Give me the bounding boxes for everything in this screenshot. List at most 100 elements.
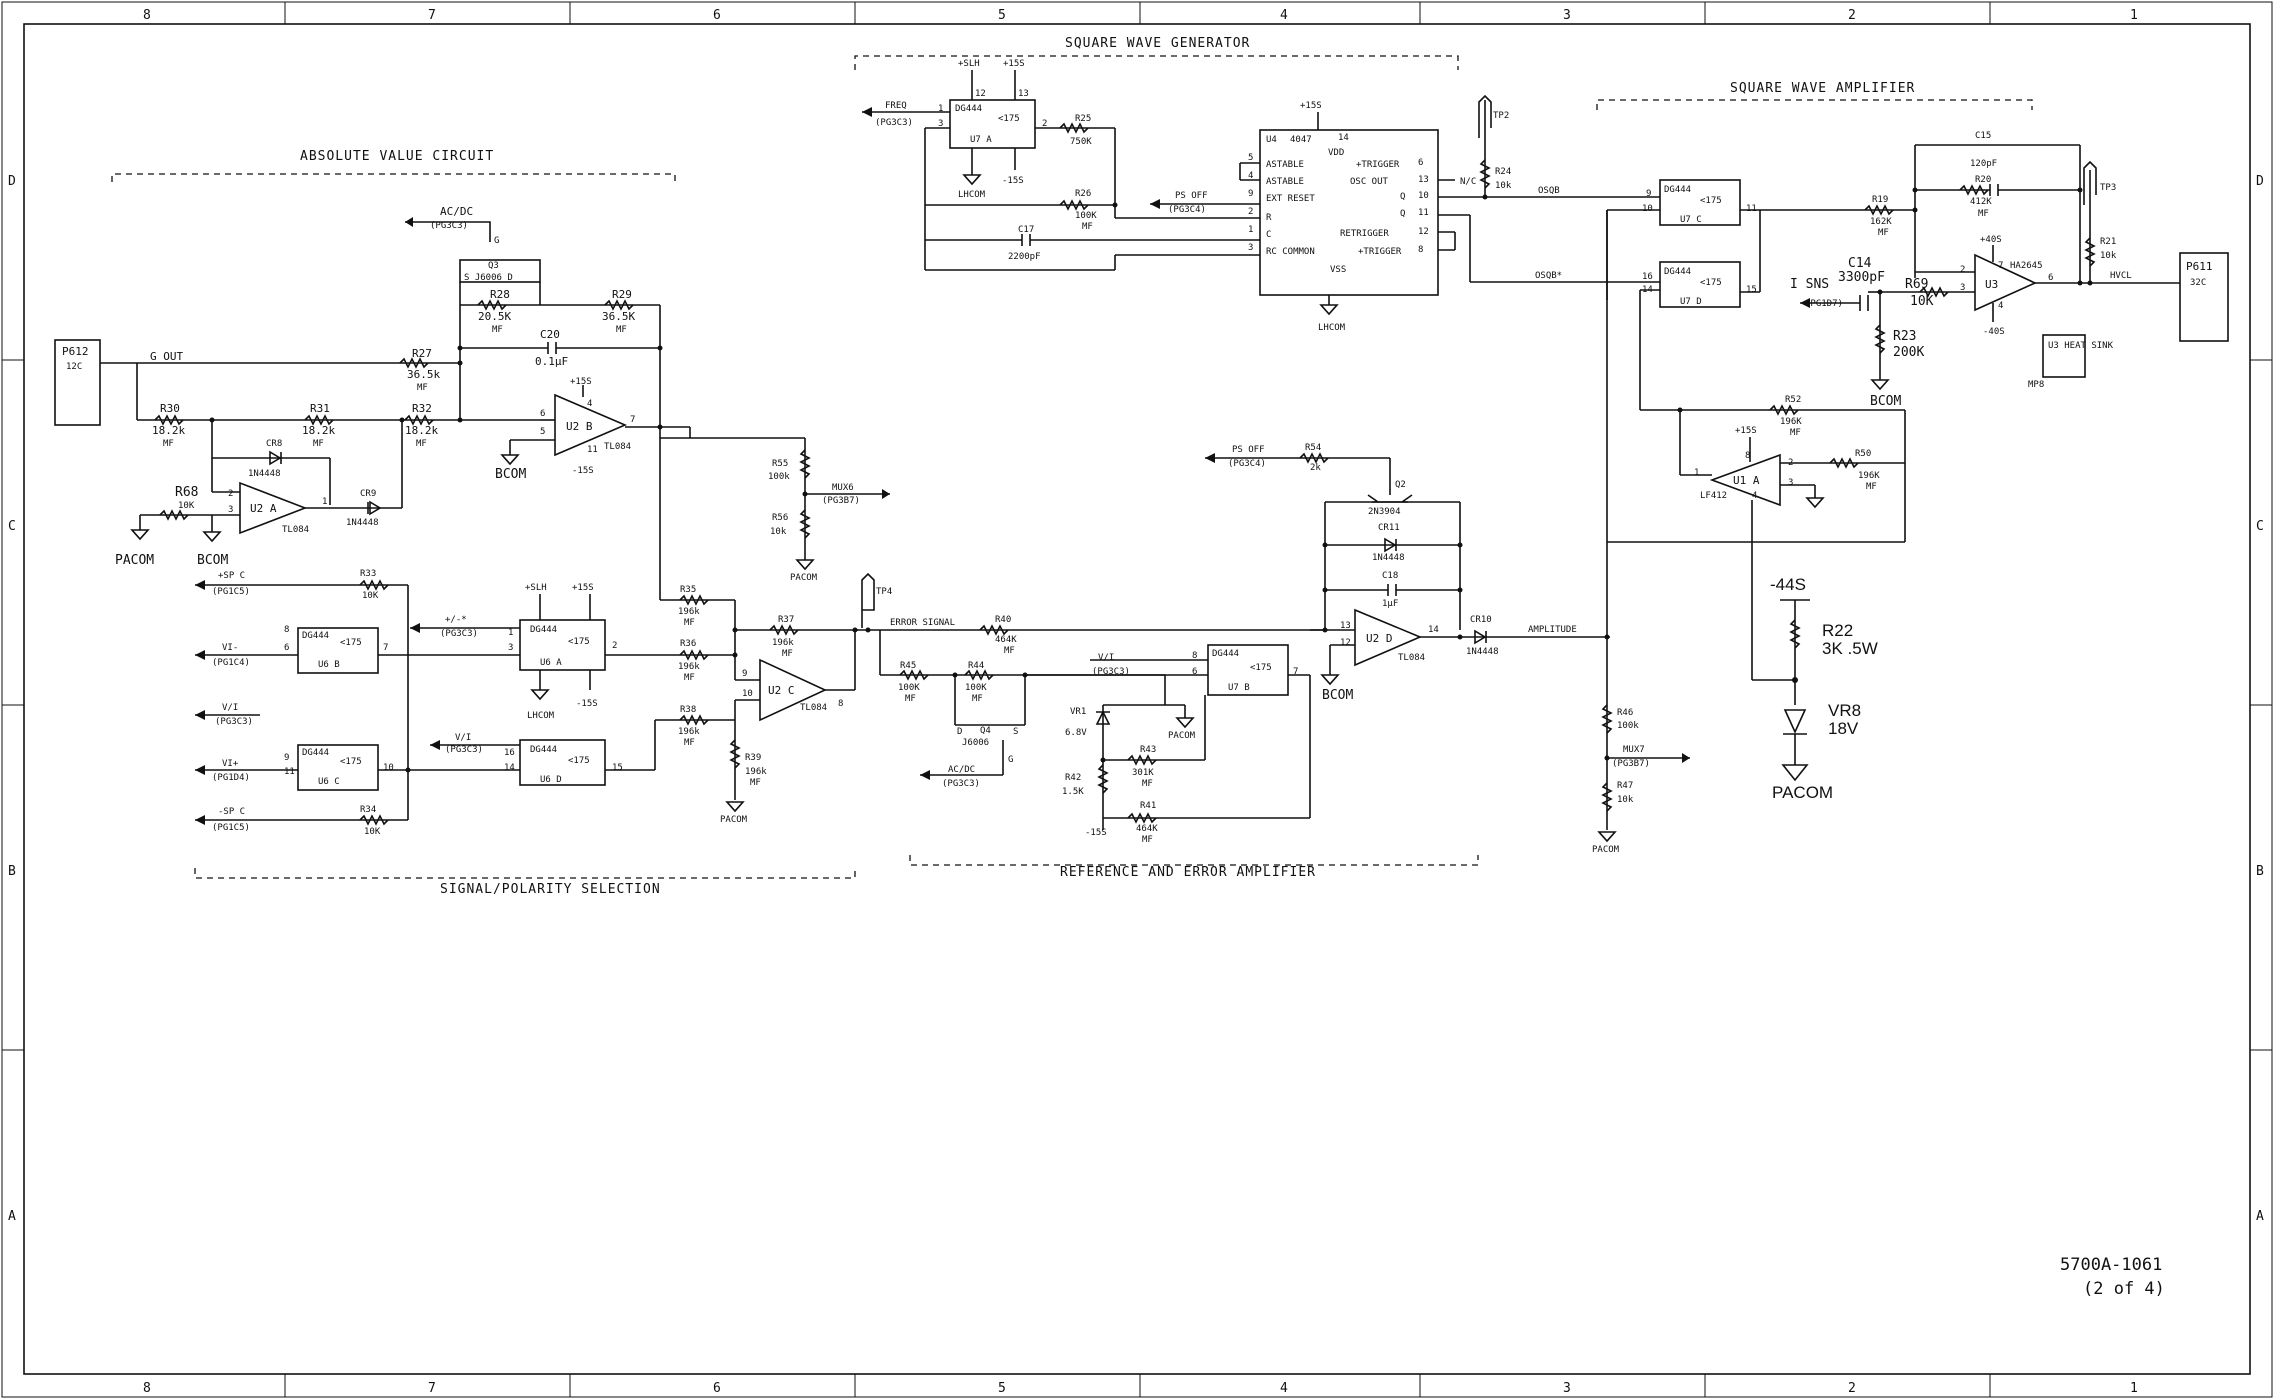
svg-text:13: 13 xyxy=(1018,89,1029,99)
u6a-15s: +15S xyxy=(572,583,594,593)
vip-label: VI+ xyxy=(222,759,239,769)
section-box-reference xyxy=(909,855,1479,866)
freq-ref: (PG3C3) xyxy=(875,118,913,128)
r27-label: R27 xyxy=(412,347,432,360)
cr8-label: CR8 xyxy=(266,439,282,449)
section-absolute-value: ABSOLUTE VALUE CIRCUIT xyxy=(300,149,494,164)
u2a-label: U2 A xyxy=(250,502,277,515)
svg-text:14: 14 xyxy=(504,763,515,773)
zone-col-bottom-8: 8 xyxy=(143,1381,151,1396)
u4-q: Q xyxy=(1400,192,1405,202)
u2d-label: U2 D xyxy=(1366,632,1393,645)
resistor-r54 xyxy=(1299,452,1329,464)
pm-label: +/-* xyxy=(445,615,467,625)
ground-symbol-icon xyxy=(725,801,745,813)
r55-value: 100k xyxy=(768,472,790,482)
cr10-part: 1N4448 xyxy=(1466,647,1499,657)
resistor-r20 xyxy=(1959,184,1989,196)
zone-row-left-D: D xyxy=(8,174,16,189)
r21-value: 10k xyxy=(2100,251,2117,261)
r68-label: R68 xyxy=(175,485,198,500)
ground-symbol-icon xyxy=(500,440,520,466)
u7a-lhcom: LHCOM xyxy=(958,190,986,200)
r19-label: R19 xyxy=(1872,195,1888,205)
svg-text:1: 1 xyxy=(322,497,327,507)
resistor-r44 xyxy=(964,669,994,681)
cr8-part: 1N4448 xyxy=(248,469,281,479)
u4-part: 4047 xyxy=(1290,135,1312,145)
zone-col-bottom-5: 5 xyxy=(998,1381,1006,1396)
p611-label: P611 xyxy=(2186,260,2213,273)
u4-c: C xyxy=(1266,230,1271,240)
mux6-ref: (PG3B7) xyxy=(822,496,860,506)
r54-label: R54 xyxy=(1305,443,1321,453)
zone-col-bottom-2: 2 xyxy=(1848,1381,1856,1396)
svg-text:7: 7 xyxy=(1998,261,2003,271)
u4-nc: N/C xyxy=(1460,177,1476,187)
resistor-r36 xyxy=(679,649,709,661)
r28-label: R28 xyxy=(490,288,510,301)
r33-value: 10K xyxy=(362,591,379,601)
section-box-signal xyxy=(194,868,856,879)
r29-label: R29 xyxy=(612,288,632,301)
ic-u4-4047 xyxy=(1259,129,1439,296)
r36-mf: MF xyxy=(684,673,695,683)
transistor-q2 xyxy=(1367,494,1413,503)
vim-label: VI- xyxy=(222,643,238,653)
q2-label: Q2 xyxy=(1395,480,1406,490)
r55-label: R55 xyxy=(772,459,788,469)
heatsink-box xyxy=(2042,334,2086,378)
svg-text:5: 5 xyxy=(540,427,545,437)
u4-mtrigger: +TRIGGER xyxy=(1358,247,1402,257)
u6c-r: <175 xyxy=(340,757,362,767)
u2b-label: U2 B xyxy=(566,420,593,433)
resistor-r45 xyxy=(899,669,929,681)
u6b-r: <175 xyxy=(340,638,362,648)
vi-label: V/I xyxy=(222,703,238,713)
section-square-wave-gen: SQUARE WAVE GENERATOR xyxy=(1065,36,1250,51)
svg-text:2: 2 xyxy=(1042,119,1047,129)
r38-label: R38 xyxy=(680,705,696,715)
mspc-ref: (PG1C5) xyxy=(212,823,250,833)
resistor-r42 xyxy=(1097,764,1109,794)
u3-m40s: -40S xyxy=(1983,327,2005,337)
r39-value: 196k xyxy=(745,767,767,777)
r37-label: R37 xyxy=(778,615,794,625)
r28-value: 20.5K xyxy=(478,310,511,323)
resistor-r28 xyxy=(477,299,507,311)
test-point-icon xyxy=(861,572,875,628)
u4-vdd: VDD xyxy=(1328,148,1344,158)
zone-col-bottom-4: 4 xyxy=(1280,1381,1288,1396)
svg-text:14: 14 xyxy=(1428,625,1439,635)
vim-ref: (PG1C4) xyxy=(212,658,250,668)
svg-text:12: 12 xyxy=(1418,227,1429,237)
tp3-label: TP3 xyxy=(2100,183,2116,193)
r30-label: R30 xyxy=(160,402,180,415)
svg-text:16: 16 xyxy=(1642,272,1653,282)
svg-text:14: 14 xyxy=(1338,133,1349,143)
resistor-r40 xyxy=(979,624,1009,636)
resistor-r27 xyxy=(399,357,429,369)
r26-value: 100K xyxy=(1075,211,1097,221)
svg-text:1: 1 xyxy=(1694,468,1699,478)
zone-col-top-6: 6 xyxy=(713,8,721,23)
u7c-part: DG444 xyxy=(1664,185,1691,195)
c17-label: C17 xyxy=(1018,225,1034,235)
svg-text:3: 3 xyxy=(1788,478,1793,488)
sheet-number: (2 of 4) xyxy=(2083,1279,2165,1299)
r47-pacom: PACOM xyxy=(1592,845,1620,855)
r41-label: R41 xyxy=(1140,801,1156,811)
svg-text:1: 1 xyxy=(938,104,943,114)
zone-col-bottom-1: 1 xyxy=(2130,1381,2138,1396)
pm-ref: (PG3C3) xyxy=(440,629,478,639)
r56-value: 10k xyxy=(770,527,787,537)
r39-mf: MF xyxy=(750,778,761,788)
u2d-bcom: BCOM xyxy=(1322,688,1353,703)
r41-value: 464K xyxy=(1136,824,1158,834)
q3-g: G xyxy=(494,236,499,246)
resistor-r29 xyxy=(604,299,634,311)
mp8-label: MP8 xyxy=(2028,380,2044,390)
svg-text:1: 1 xyxy=(1248,225,1253,235)
resistor-r34 xyxy=(359,814,389,826)
